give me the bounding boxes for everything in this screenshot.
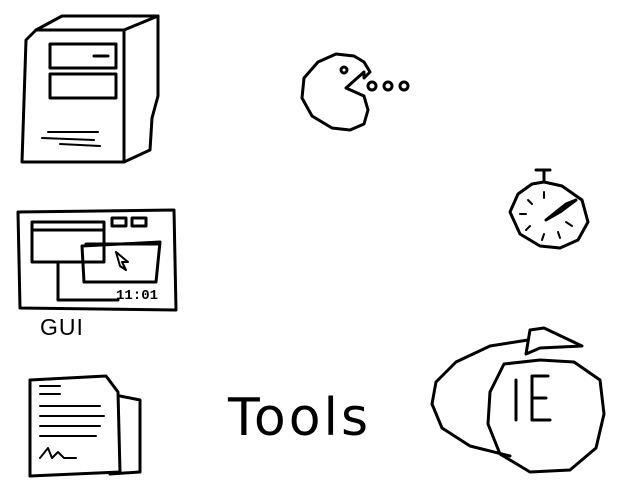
gui-label: GUI — [40, 314, 84, 340]
tools-label: Tools — [228, 388, 372, 448]
gui-clock-text: 11:01 — [116, 288, 159, 304]
